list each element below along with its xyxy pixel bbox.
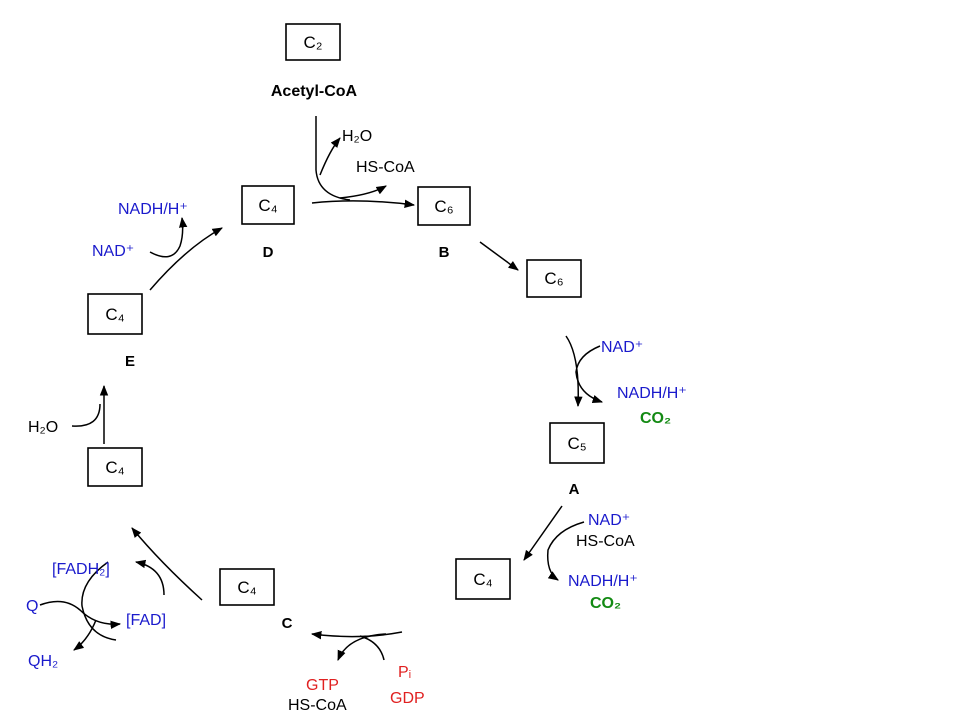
step4-main-arrow xyxy=(523,505,563,561)
arrow-b-to-c6 xyxy=(479,241,519,271)
step4-nad-label: NAD⁺ xyxy=(588,512,630,529)
box-c4-d-label: C₄ xyxy=(258,196,277,215)
step8-main-arrow xyxy=(149,227,223,291)
step5-gtp-arrow xyxy=(337,633,387,661)
step6-main-arrow xyxy=(131,527,203,601)
box-c4-right: C₄ xyxy=(455,558,511,600)
box-c4-e-label: C₄ xyxy=(105,305,124,324)
box-c4-e: C₄ xyxy=(87,293,143,335)
step5-pi-arrow xyxy=(359,635,385,661)
stage-letter-e: E xyxy=(125,353,135,370)
step3-co2-label: CO₂ xyxy=(640,410,671,427)
step5-hs-coa-label: HS-CoA xyxy=(288,697,347,714)
step5-pi-label: Pᵢ xyxy=(398,664,411,681)
box-c4-c-label: C₄ xyxy=(237,578,256,597)
step4-hs-coa-label: HS-CoA xyxy=(576,533,635,550)
box-c6-2-label: C₆ xyxy=(544,269,563,288)
box-c4-left-low-label: C₄ xyxy=(105,458,124,477)
step6-fad-label: [FAD] xyxy=(126,612,166,629)
entry-main-arrow xyxy=(311,199,416,208)
stage-letter-a: A xyxy=(569,481,580,498)
entry-hs-coa-label: HS-CoA xyxy=(356,159,415,176)
box-c5: C₅ xyxy=(549,422,605,464)
step5-gtp-label: GTP xyxy=(306,677,339,694)
box-c6-b-label: C₆ xyxy=(434,197,453,216)
step6-qh2-arrow xyxy=(73,619,97,651)
box-c4-d: C₄ xyxy=(241,185,295,225)
box-c4-c: C₄ xyxy=(219,568,275,606)
box-c6-b: C₆ xyxy=(417,186,471,226)
stage-letter-d: D xyxy=(263,244,274,261)
step7-h2o-label: H₂O xyxy=(28,419,58,436)
box-c4-right-label: C₄ xyxy=(473,570,492,589)
step8-nad-arrow xyxy=(149,216,188,258)
box-c6-2: C₆ xyxy=(526,259,582,298)
entry-h2o-label: H₂O xyxy=(342,128,372,145)
entry-h2o-arrow xyxy=(315,116,351,201)
step5-gdp-label: GDP xyxy=(390,690,425,707)
entry-hs-coa-arrow xyxy=(319,137,341,176)
step6-qh2-label: QH₂ xyxy=(28,653,58,670)
step5-main-arrow xyxy=(310,631,403,640)
step8-nad-label: NAD⁺ xyxy=(92,243,134,260)
box-c5-label: C₅ xyxy=(567,434,586,453)
stage-letter-c: C xyxy=(282,615,293,632)
step6-fad-arrow xyxy=(81,561,117,641)
step7-h2o-arrow xyxy=(71,403,101,427)
step4-co2-label: CO₂ xyxy=(590,595,621,612)
step4-nad-arrow xyxy=(546,521,585,581)
step3-nad-label: NAD⁺ xyxy=(601,339,643,356)
step3-nadh-label: NADH/H⁺ xyxy=(617,385,687,402)
stage-letter-b: B xyxy=(439,244,450,261)
acetyl-coa-label: Acetyl-CoA xyxy=(271,83,358,100)
step6-fadh2-label: [FADH₂] xyxy=(52,561,110,578)
step6-q-label: Q xyxy=(26,598,38,615)
box-c4-left-low: C₄ xyxy=(87,447,143,487)
step6-fadh2-arrow xyxy=(134,559,165,596)
entry-hs-coa-release xyxy=(339,185,387,199)
step3-nad-arrow xyxy=(575,345,603,403)
step6-q-arrow xyxy=(39,600,122,629)
step8-nadh-label: NADH/H⁺ xyxy=(118,201,188,218)
step4-nadh-label: NADH/H⁺ xyxy=(568,573,638,590)
box-c2: C₂ xyxy=(285,23,341,61)
step3-main-arrow xyxy=(565,335,583,408)
box-c2-label: C₂ xyxy=(304,33,323,52)
